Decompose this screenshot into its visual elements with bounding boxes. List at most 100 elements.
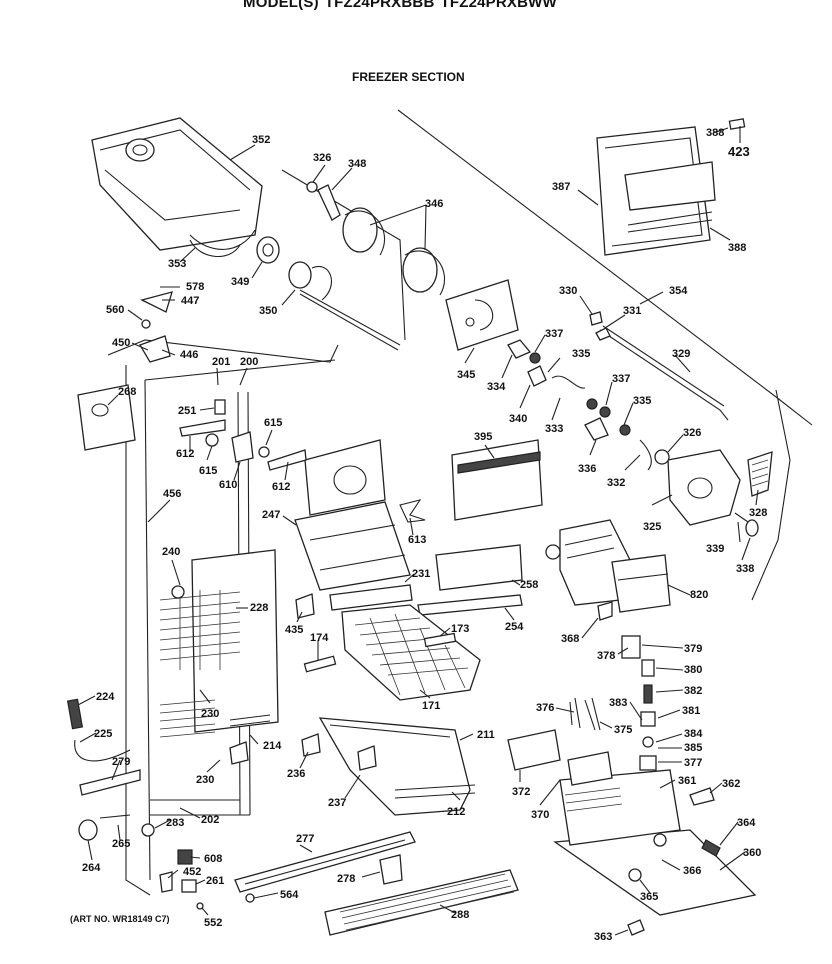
control-board-395 bbox=[451, 439, 543, 521]
part-label-334: 334 bbox=[487, 381, 506, 393]
part-label-345: 345 bbox=[457, 369, 475, 381]
model-line: MODEL(S) TFZ24PRXBBB TFZ24PRXBWW bbox=[243, 0, 563, 11]
part-label-608: 608 bbox=[204, 853, 222, 865]
part-label-379: 379 bbox=[684, 643, 702, 655]
diagram-header: MODEL(S) TFZ24PRXBBB TFZ24PRXBWW FREEZER S… bbox=[0, 0, 832, 100]
part-label-337-b: 337 bbox=[612, 373, 630, 385]
control-box-360 bbox=[507, 729, 757, 916]
part-label-362: 362 bbox=[722, 778, 740, 790]
part-label-377: 377 bbox=[684, 757, 702, 769]
part-label-364: 364 bbox=[737, 817, 756, 829]
part-label-338: 338 bbox=[736, 563, 754, 575]
dispenser-motor-325 bbox=[654, 449, 773, 537]
art-number: (ART NO. WR18149 C7) bbox=[70, 914, 170, 924]
part-label-378: 378 bbox=[597, 650, 615, 662]
part-label-211: 211 bbox=[477, 729, 495, 741]
part-label-361: 361 bbox=[678, 775, 696, 787]
part-label-380: 380 bbox=[684, 664, 702, 676]
part-label-212: 212 bbox=[447, 806, 465, 818]
part-label-354: 354 bbox=[669, 285, 688, 297]
part-label-348: 348 bbox=[348, 158, 366, 170]
part-label-340: 340 bbox=[509, 413, 527, 425]
part-label-331: 331 bbox=[623, 305, 641, 317]
part-label-283: 283 bbox=[166, 817, 184, 829]
part-label-578: 578 bbox=[186, 281, 204, 293]
part-number-labels: 352 326 348 346 387 388 423 388 353 349 … bbox=[82, 127, 767, 943]
part-label-279: 279 bbox=[112, 756, 130, 768]
part-label-237: 237 bbox=[328, 797, 346, 809]
part-label-447: 447 bbox=[181, 295, 199, 307]
part-label-258: 258 bbox=[520, 579, 538, 591]
part-label-382: 382 bbox=[684, 685, 702, 697]
part-label-224: 224 bbox=[96, 691, 115, 703]
part-label-387: 387 bbox=[552, 181, 570, 193]
part-label-446: 446 bbox=[180, 349, 198, 361]
part-label-251: 251 bbox=[178, 405, 196, 417]
part-label-376: 376 bbox=[536, 702, 554, 714]
part-label-360: 360 bbox=[743, 847, 761, 859]
part-label-366: 366 bbox=[683, 865, 701, 877]
part-label-288: 288 bbox=[451, 909, 469, 921]
part-label-375: 375 bbox=[614, 724, 632, 736]
part-label-254: 254 bbox=[505, 621, 524, 633]
part-label-613: 613 bbox=[408, 534, 426, 546]
part-label-368: 368 bbox=[561, 633, 579, 645]
part-label-612-a: 612 bbox=[176, 448, 194, 460]
part-label-383: 383 bbox=[609, 697, 627, 709]
part-label-325: 325 bbox=[643, 521, 661, 533]
part-label-265: 265 bbox=[112, 838, 130, 850]
part-label-337-a: 337 bbox=[545, 328, 563, 340]
part-label-174: 174 bbox=[310, 632, 329, 644]
part-label-326: 326 bbox=[313, 152, 331, 164]
part-label-173: 173 bbox=[451, 623, 469, 635]
part-label-456: 456 bbox=[163, 488, 181, 500]
part-label-352: 352 bbox=[252, 134, 270, 146]
part-label-236: 236 bbox=[287, 768, 305, 780]
part-label-326-b: 326 bbox=[683, 427, 701, 439]
dispenser-door-387 bbox=[596, 118, 746, 256]
ice-bucket-352 bbox=[91, 117, 263, 258]
part-label-388-top: 388 bbox=[706, 127, 724, 139]
part-label-278: 278 bbox=[337, 873, 355, 885]
part-label-452: 452 bbox=[183, 866, 201, 878]
part-label-350: 350 bbox=[259, 305, 277, 317]
part-label-228: 228 bbox=[250, 602, 268, 614]
evaporator-coil-228 bbox=[159, 549, 279, 738]
part-label-363: 363 bbox=[594, 931, 612, 943]
part-label-423: 423 bbox=[728, 144, 750, 159]
misc-hardware bbox=[78, 291, 667, 910]
part-label-365: 365 bbox=[640, 891, 658, 903]
part-label-349: 349 bbox=[231, 276, 249, 288]
part-label-268: 268 bbox=[118, 386, 136, 398]
small-parts-378-385 bbox=[569, 601, 721, 936]
model-number-2: TFZ24PRXBWW bbox=[440, 0, 557, 11]
leader-lines bbox=[77, 126, 759, 936]
part-label-214: 214 bbox=[263, 740, 282, 752]
part-label-552: 552 bbox=[204, 917, 222, 929]
model-prefix: MODEL(S) bbox=[243, 0, 319, 11]
model-number-1: TFZ24PRXBBB bbox=[324, 0, 435, 11]
icemaker-820 bbox=[545, 519, 671, 613]
part-label-335-a: 335 bbox=[572, 348, 590, 360]
section-title: FREEZER SECTION bbox=[352, 70, 465, 84]
part-label-610: 610 bbox=[219, 479, 237, 491]
part-label-201: 201 bbox=[212, 356, 230, 368]
part-label-231: 231 bbox=[412, 568, 430, 580]
part-label-560: 560 bbox=[106, 304, 124, 316]
auger-assembly bbox=[256, 181, 446, 351]
part-label-202: 202 bbox=[201, 814, 219, 826]
part-label-615-b: 615 bbox=[199, 465, 217, 477]
part-label-329: 329 bbox=[672, 348, 690, 360]
part-label-277: 277 bbox=[296, 833, 314, 845]
part-label-395: 395 bbox=[474, 431, 492, 443]
part-label-384: 384 bbox=[684, 728, 703, 740]
part-label-388-bottom: 388 bbox=[728, 242, 746, 254]
part-label-230-b: 230 bbox=[196, 774, 214, 786]
left-side-parts bbox=[66, 384, 141, 796]
storage-bin-211 bbox=[318, 717, 476, 816]
part-label-339: 339 bbox=[706, 543, 724, 555]
part-label-612-b: 612 bbox=[272, 481, 290, 493]
part-label-615-a: 615 bbox=[264, 417, 282, 429]
part-label-336: 336 bbox=[578, 463, 596, 475]
